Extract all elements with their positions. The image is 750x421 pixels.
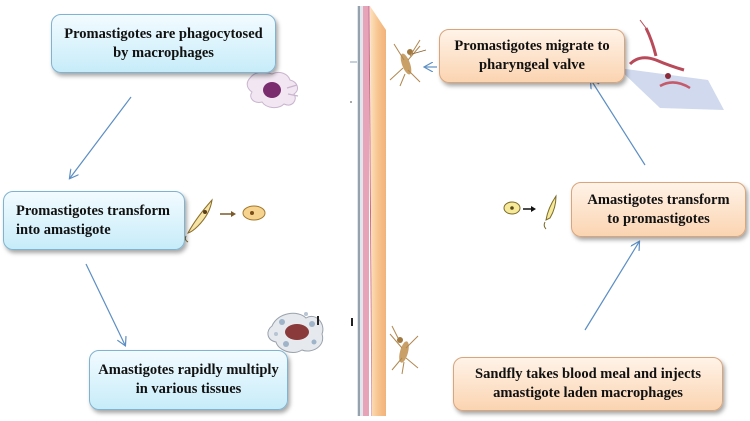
- sandfly-icon: [389, 39, 427, 87]
- step-transform-promastigotes-label: Amastigotes transform to promastigotes: [587, 191, 730, 227]
- step-phagocytosed-label: Promastigotes are phagocytosed by macrop…: [64, 25, 263, 61]
- skin-layer: [350, 5, 386, 417]
- macrophage-icon: [246, 71, 299, 109]
- arrow-phagocytosed-to-transform: [70, 96, 132, 178]
- arrow-bloodmeal-to-transform: [584, 242, 639, 331]
- arrow-transform-to-migrate: [591, 80, 646, 166]
- step-blood-meal-label: Sandfly takes blood meal and injects ama…: [475, 366, 701, 401]
- sandfly-icon: [389, 325, 419, 375]
- amastigote-to-promastigote-icon: [503, 194, 557, 230]
- step-multiply-label: Amastigotes rapidly multiply in various …: [98, 362, 279, 397]
- step-transform-amastigote-label: Promastigotes transform into amastigote: [16, 202, 170, 238]
- step-phagocytosed: Promastigotes are phagocytosed by macrop…: [51, 14, 276, 73]
- step-transform-promastigotes: Amastigotes transform to promastigotes: [571, 182, 746, 237]
- step-blood-meal: Sandfly takes blood meal and injects ama…: [453, 357, 723, 411]
- infected-cell-icon: [267, 312, 324, 353]
- gut-promastigotes-icon: [618, 19, 724, 110]
- promastigote-to-amastigote-icon: [184, 198, 266, 243]
- step-migrate-label: Promastigotes migrate to pharyngeal valv…: [454, 38, 610, 73]
- step-multiply: Amastigotes rapidly multiply in various …: [89, 350, 288, 410]
- step-transform-amastigote: Promastigotes transform into amastigote: [3, 191, 185, 250]
- step-migrate: Promastigotes migrate to pharyngeal valv…: [439, 29, 625, 83]
- arrow-transform-to-multiply: [85, 263, 125, 345]
